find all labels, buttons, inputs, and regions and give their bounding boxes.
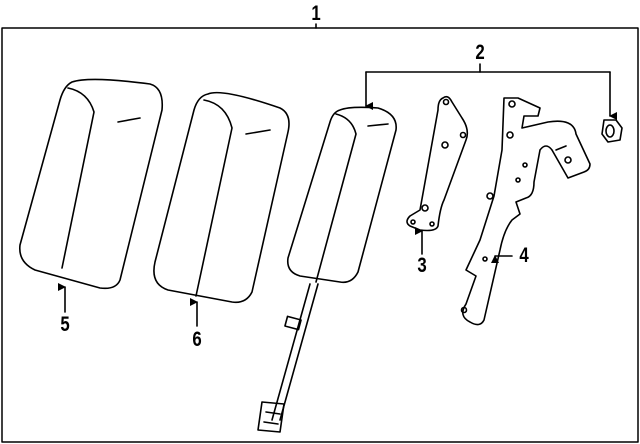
callout-label-6: 6 bbox=[192, 328, 202, 351]
callout-label-4: 4 bbox=[519, 244, 529, 267]
headrest-5 bbox=[18, 78, 164, 290]
nut bbox=[601, 119, 623, 143]
diagram-frame bbox=[1, 27, 639, 443]
headrest-6 bbox=[153, 91, 290, 304]
callout-2-bracket bbox=[365, 63, 617, 120]
callout-label-1: 1 bbox=[311, 2, 321, 25]
callout-label-5: 5 bbox=[60, 313, 70, 336]
callout-label-3: 3 bbox=[417, 254, 427, 277]
bracket-4 bbox=[460, 97, 591, 326]
callout-label-2: 2 bbox=[475, 41, 485, 64]
bracket-3 bbox=[406, 95, 469, 232]
headrest-center-with-post bbox=[257, 106, 397, 433]
